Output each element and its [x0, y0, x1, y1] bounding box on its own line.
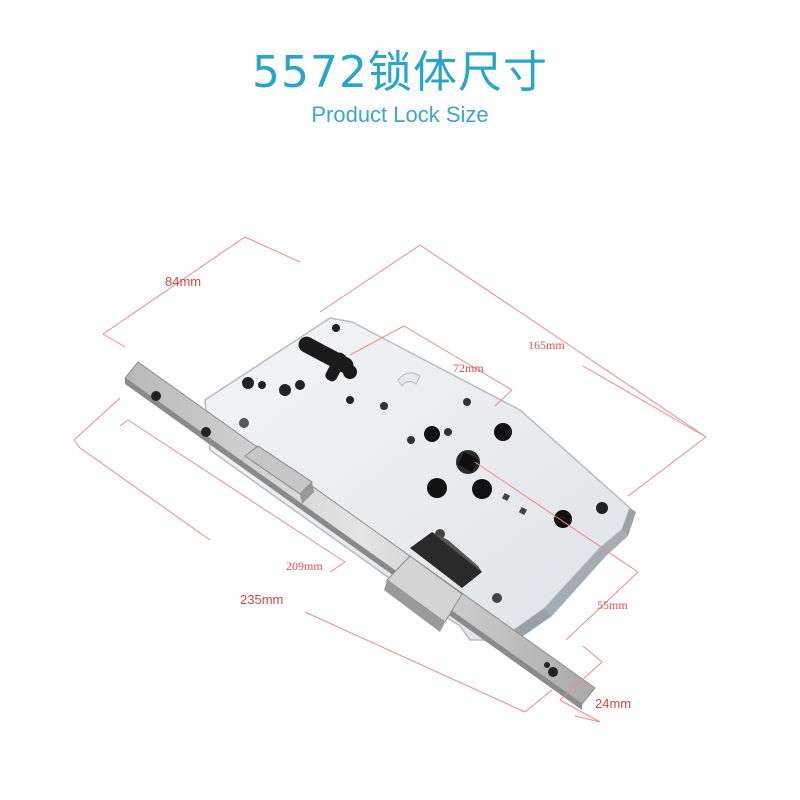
- latch-window: [410, 532, 482, 588]
- page-subtitle: Product Lock Size: [311, 102, 489, 127]
- dim-label-24mm: 24mm: [595, 696, 631, 711]
- lock-body-holes: [239, 324, 608, 603]
- dimension-lines: [73, 236, 707, 723]
- dim-label-84mm: 84mm: [165, 274, 201, 289]
- page-title: 5572锁体尺寸: [252, 47, 548, 98]
- dim-label-55mm: 55mm: [597, 598, 628, 612]
- dim-label-235mm: 235mm: [240, 592, 283, 607]
- latch-bolt: [384, 555, 463, 632]
- dim-label-72mm: 72mm: [453, 361, 484, 375]
- dim-label-165mm: 165mm: [528, 338, 565, 352]
- deadbolt: [244, 445, 314, 504]
- dim-label-209mm: 209mm: [286, 559, 323, 573]
